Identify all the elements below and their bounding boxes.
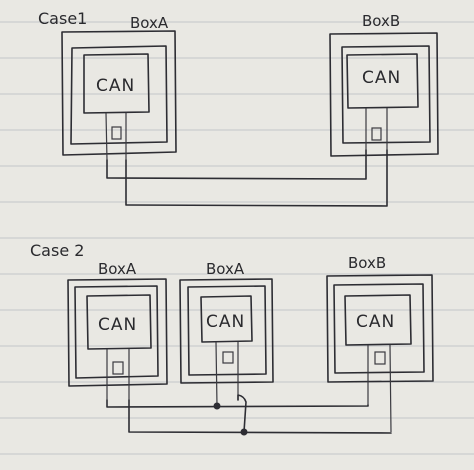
case2-box-b-can-lines — [367, 344, 392, 433]
case2-box-a-left-outer — [67, 278, 168, 387]
case2-mid-wire-jump — [237, 394, 247, 433]
case1-bus-wire-high — [106, 149, 367, 180]
case2-box-a-mid-label: BoxA — [206, 260, 245, 278]
case1-box-a: BoxA CAN — [61, 14, 177, 161]
case2-box-b-connector — [374, 351, 386, 365]
case2-box-a-mid-can-chip — [200, 295, 253, 343]
case1-box-b-connector — [371, 127, 382, 141]
case1-box-b-can-chip — [346, 53, 419, 109]
case2-box-a-mid-outer — [179, 278, 274, 384]
case1-bus-wire-low — [125, 149, 388, 207]
case2: Case 2 BoxA CAN BoxA CAN BoxB — [30, 241, 434, 436]
case2-box-b: BoxB CAN — [326, 254, 434, 433]
case1-box-b-outer — [329, 32, 439, 157]
case2-box-b-inner — [333, 283, 425, 374]
case2-box-b-can-chip — [344, 294, 412, 346]
case2-box-a-mid-can-label: CAN — [206, 312, 245, 332]
case2-box-b-can-label: CAN — [356, 312, 395, 332]
case1-box-b-inner — [341, 45, 431, 144]
case2-junction-dot-low — [240, 428, 248, 436]
case1-box-a-can-chip — [83, 53, 150, 114]
case2-box-a-left-can-chip — [86, 294, 152, 350]
case1-box-a-outer — [61, 30, 177, 156]
case2-box-a-left-label: BoxA — [98, 260, 137, 278]
case2-box-a-left-inner — [74, 285, 159, 379]
case2-box-a-mid-can-lines — [215, 341, 239, 407]
case1-box-a-can-label: CAN — [96, 76, 135, 96]
case2-box-a-left-can-lines — [106, 349, 130, 400]
paper-rules — [0, 21, 474, 455]
case2-bus-wire-high — [106, 399, 369, 408]
case1-box-b-can-lines — [365, 108, 388, 150]
case2-box-a-left-can-label: CAN — [98, 315, 137, 335]
case2-box-a-left: BoxA CAN — [67, 260, 168, 400]
case1-box-a-label: BoxA — [130, 14, 169, 32]
case1-box-b-label: BoxB — [362, 12, 400, 30]
case2-box-a-mid-inner — [187, 285, 267, 376]
case2-bus-wire-low — [128, 399, 392, 434]
case1: Case1 BoxA CAN BoxB CAN — [38, 9, 439, 207]
case1-box-a-connector — [111, 126, 122, 140]
case1-box-a-can-lines — [105, 112, 127, 161]
case2-box-a-left-connector — [112, 361, 124, 375]
case2-title: Case 2 — [30, 241, 84, 260]
case1-box-b: BoxB CAN — [329, 12, 439, 157]
case2-junction-dot-high — [213, 402, 221, 410]
case1-box-b-can-label: CAN — [362, 68, 401, 88]
case1-box-a-inner — [70, 45, 168, 145]
case2-box-b-label: BoxB — [348, 254, 386, 272]
case2-box-b-outer — [326, 274, 434, 383]
case1-title: Case1 — [38, 9, 87, 28]
case2-box-a-mid: BoxA CAN — [179, 260, 274, 407]
case2-box-a-mid-connector — [222, 351, 234, 364]
